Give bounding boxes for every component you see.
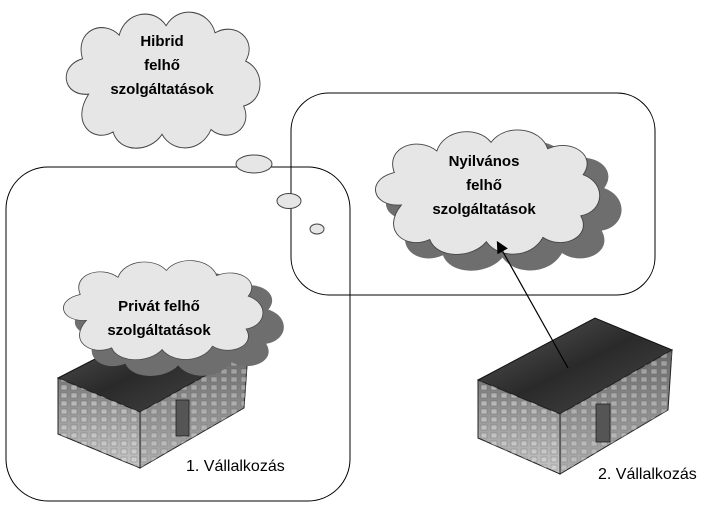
company-2-label: 2. Vállalkozás xyxy=(598,466,697,483)
hybrid-cloud-line-3: szolgáltatások xyxy=(110,81,214,98)
private-cloud-line-2: szolgáltatások xyxy=(107,322,211,339)
hybrid-cloud-label: Hibrid felhő szolgáltatások xyxy=(104,30,220,102)
public-cloud-line-3: szolgáltatások xyxy=(432,201,536,218)
public-cloud-label: Nyilvános felhő szolgáltatások xyxy=(426,150,542,222)
connection-arrow-icon xyxy=(496,240,569,369)
bubble-small xyxy=(309,223,325,235)
public-cloud-line-2: felhő xyxy=(466,177,502,194)
hybrid-cloud-line-2: felhő xyxy=(144,57,180,74)
building-2-icon xyxy=(476,317,674,475)
bubble-large xyxy=(235,154,273,174)
company-1-label: 1. Vállalkozás xyxy=(186,458,285,475)
private-cloud-label: Privát felhő szolgáltatások xyxy=(96,295,222,343)
private-cloud-line-1: Privát felhő xyxy=(118,298,200,315)
public-cloud-line-1: Nyilvános xyxy=(448,153,520,170)
enterprise-1-boundary xyxy=(5,166,351,502)
bubble-medium xyxy=(276,193,302,209)
hybrid-cloud-line-1: Hibrid xyxy=(140,33,184,50)
